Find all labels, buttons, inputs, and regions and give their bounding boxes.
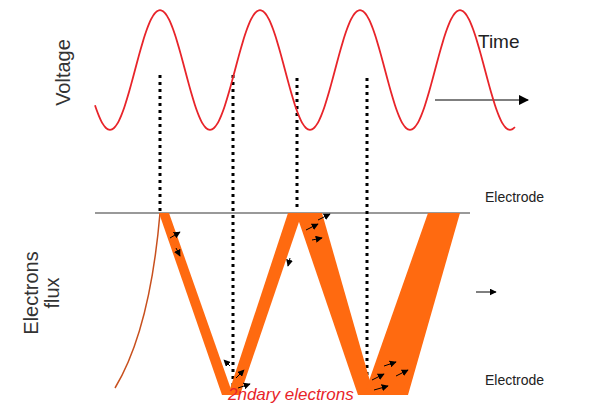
axis-label: Time [478,32,520,52]
phase-guides [160,75,367,392]
axis-label: Voltage [53,39,74,106]
annotation: 2ndary electrons [228,386,354,404]
electron-arrows [170,214,496,390]
voltage-wave [95,10,515,130]
electrode-line [95,212,470,214]
electrode-label: Electrode [485,373,544,388]
electron-flux [115,213,460,395]
time-axis [435,99,528,101]
electrode-label: Electrode [485,190,544,205]
axis-label: Electrons flux [21,243,63,343]
